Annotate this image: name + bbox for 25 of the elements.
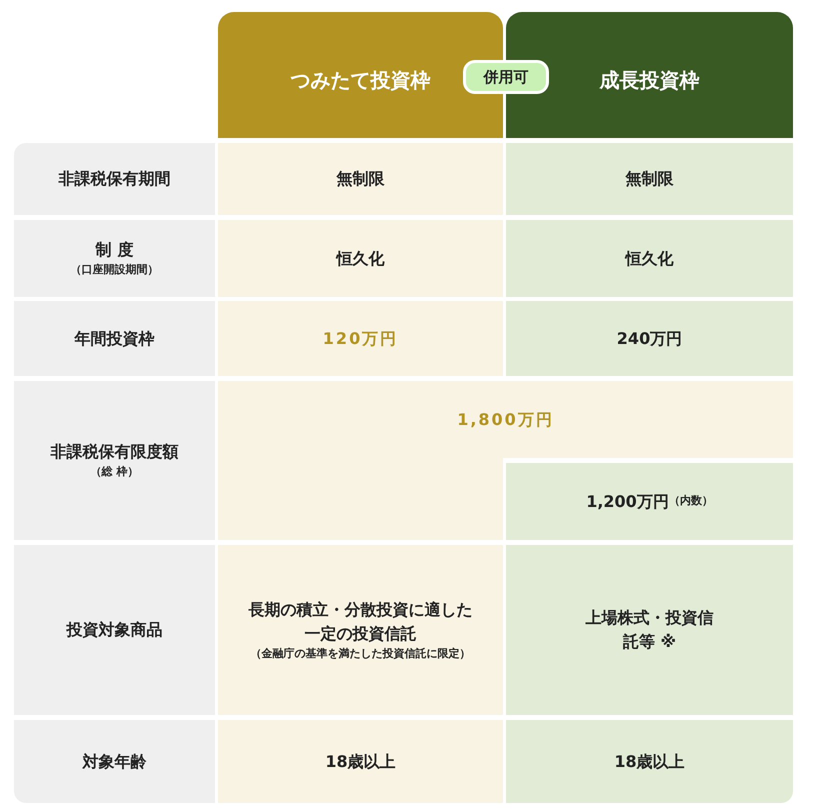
cell-text: 上場株式・投資信託等 ※ bbox=[584, 607, 714, 653]
row-heading: 投資対象商品 bbox=[66, 619, 162, 641]
row-heading: 年間投資枠 bbox=[74, 328, 154, 350]
column-heading: つみたて投資枠 bbox=[290, 67, 430, 94]
cell-text: 18歳以上 bbox=[614, 750, 685, 772]
row-heading: 非課税保有期間 bbox=[58, 168, 170, 190]
cell-text: 120万円 bbox=[322, 328, 398, 350]
note-text: （口座開設期間） bbox=[70, 262, 158, 278]
note-text: （総 枠） bbox=[90, 464, 138, 480]
cell-text: 1,800万円 bbox=[457, 408, 554, 430]
row-heading: 対象年齢 bbox=[82, 750, 146, 772]
note-text: （金融庁の基準を満たした投資信託に限定） bbox=[250, 646, 470, 662]
cell-text: 長期の積立・分散投資に適した一定の投資信託 bbox=[248, 598, 474, 645]
row-heading: 制 度 bbox=[96, 239, 134, 262]
cell-text: 18歳以上 bbox=[325, 750, 396, 772]
cell-text: 無制限 bbox=[336, 168, 384, 190]
column-heading: 成長投資枠 bbox=[600, 67, 700, 94]
cell-text: 恒久化 bbox=[336, 248, 384, 270]
cell-text: 1,200万円 bbox=[586, 490, 669, 512]
cell-text: 240万円 bbox=[616, 328, 682, 350]
note-text: （内数） bbox=[668, 493, 713, 510]
badge: 併用可 bbox=[463, 60, 549, 94]
cell-text: 恒久化 bbox=[626, 248, 674, 270]
row-heading: 非課税保有限度額 bbox=[50, 441, 178, 464]
cell-text: 無制限 bbox=[626, 168, 674, 190]
